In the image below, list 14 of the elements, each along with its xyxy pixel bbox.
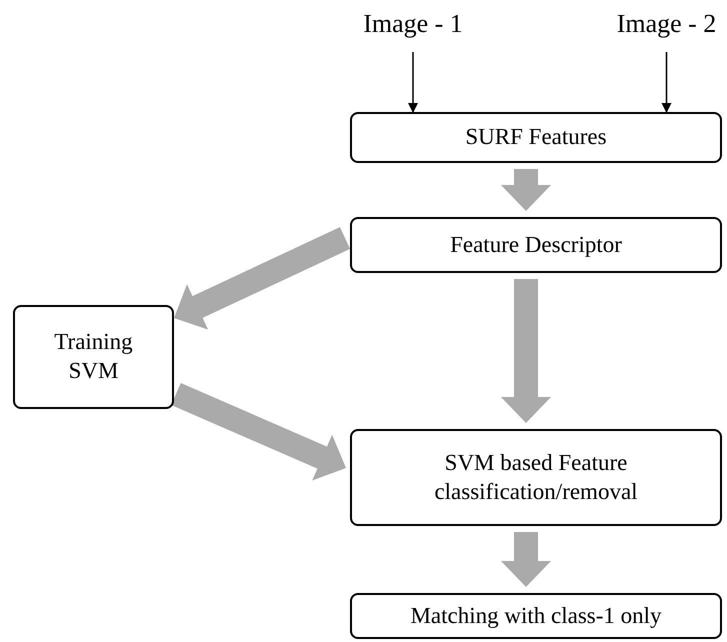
process-box: SVM based Feature classification/removal [350, 429, 722, 526]
arrow [662, 52, 672, 113]
process-box: Feature Descriptor [350, 217, 722, 273]
arrow [408, 52, 418, 113]
process-box: Matching with class-1 only [350, 593, 722, 639]
block-arrow [171, 383, 346, 480]
process-box: SURF Features [350, 112, 722, 163]
process-box: Training SVM [13, 305, 174, 409]
input-label: Image - 2 [606, 4, 727, 44]
block-arrow [501, 532, 551, 587]
input-label: Image - 1 [348, 4, 478, 44]
block-arrow [501, 169, 551, 211]
block-arrow [174, 227, 350, 330]
block-arrow [501, 279, 551, 423]
